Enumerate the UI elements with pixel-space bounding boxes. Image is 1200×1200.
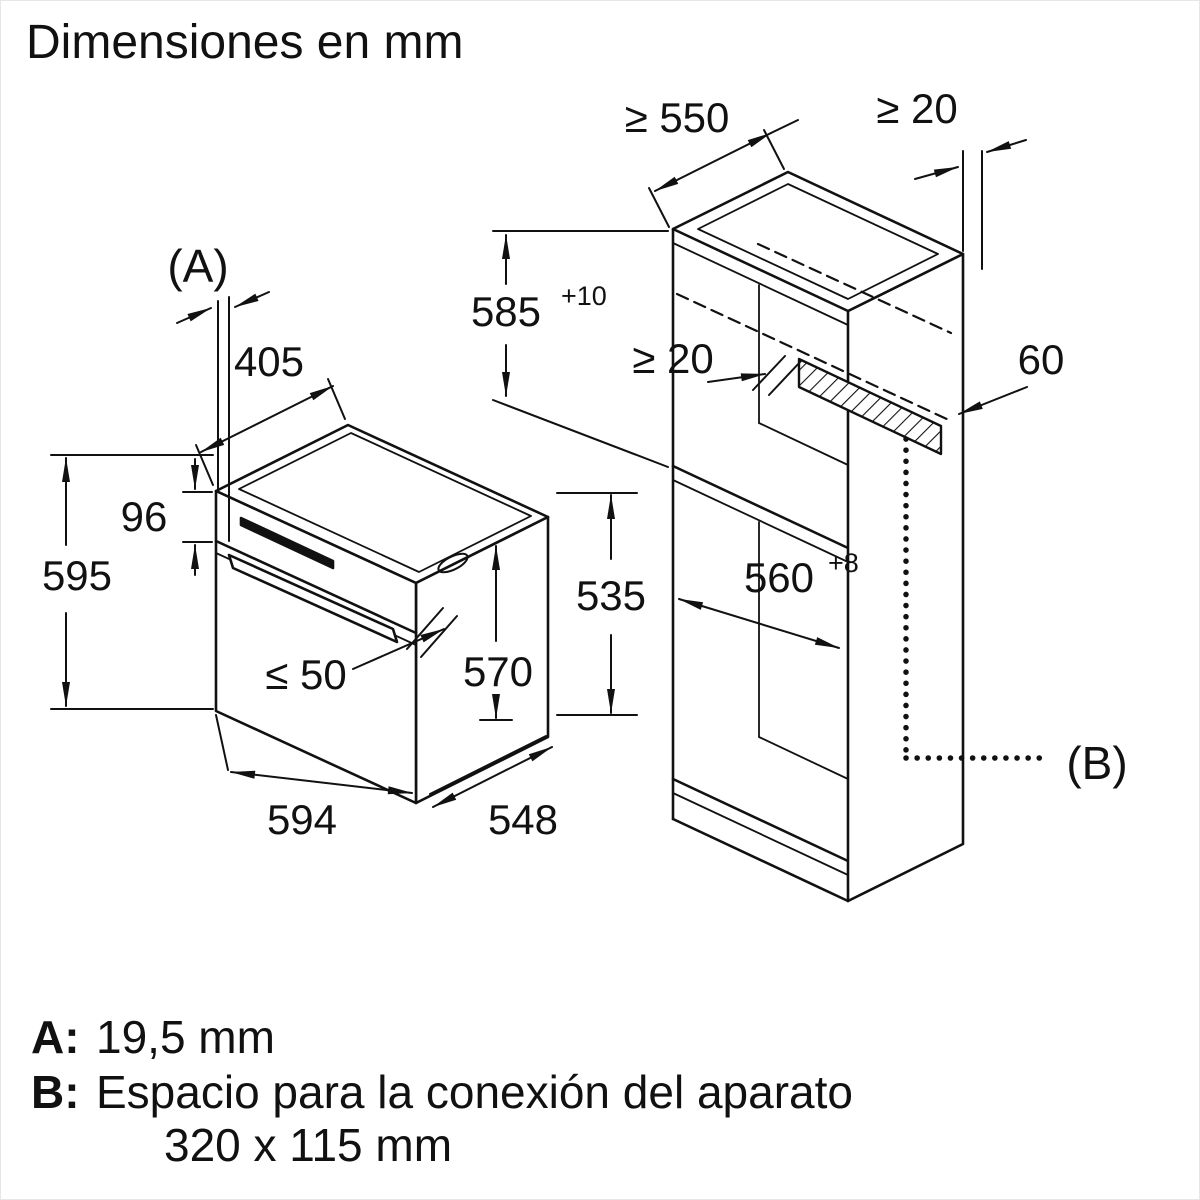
- legend-b-key: B:: [31, 1066, 80, 1118]
- cabinet-shelf-back-edge: [758, 422, 849, 466]
- cabinet-front-bottom-edge: [671, 817, 850, 903]
- dim-vent-gap: ≥ 20: [632, 335, 713, 382]
- cabinet-dimension-labels: ≥ 550 ≥ 20 585 +10 ≥ 20 60 560 +8 (B): [471, 85, 1128, 789]
- oven-panel-line: [214, 539, 418, 635]
- oven-dimension-lines: [50, 291, 638, 808]
- dim-cabinet-top-depth: ≥ 550: [625, 94, 730, 141]
- dim-oven-panel-height: 96: [121, 493, 168, 540]
- dim-oven-body-height: 535: [576, 572, 646, 619]
- dim-niche-height: 585: [471, 288, 541, 335]
- cabinet-top-inset: [697, 183, 939, 300]
- hidden-vent-edge-upper: [756, 242, 953, 335]
- legend-b-value-2: 320 x 115 mm: [164, 1119, 452, 1171]
- legend-a-key: A:: [31, 1011, 80, 1063]
- oven-drawing: [214, 423, 550, 805]
- dim-oven-handle-gap: ≤ 50: [265, 651, 346, 698]
- label-b: (B): [1066, 737, 1127, 789]
- cabinet-floor-back-edge: [758, 736, 849, 780]
- hidden-vent-edge-lower: [675, 292, 953, 423]
- dim-niche-width-tolerance: +8: [828, 548, 859, 578]
- cabinet-dimension-lines: [492, 119, 1046, 761]
- cabinet-drawing: [671, 170, 965, 903]
- cabinet-shelf-bottom: [672, 479, 849, 563]
- dim-oven-inner-depth: 570: [463, 648, 533, 695]
- cabinet-top-panel-edge: [672, 242, 849, 326]
- cabinet-floor-bottom: [672, 792, 849, 876]
- legend-b-value: Espacio para la conexión del aparato: [96, 1066, 853, 1118]
- legend-a-value: 19,5 mm: [96, 1011, 275, 1063]
- dim-oven-height: 595: [42, 552, 112, 599]
- oven-display: [239, 516, 335, 570]
- page-title: Dimensiones en mm: [26, 16, 463, 69]
- oven-dimension-labels: (A) 405 96 595 ≤ 50 570 535 594 548: [42, 240, 646, 843]
- cabinet-shelf-top: [671, 464, 850, 550]
- dim-oven-side-depth: 548: [488, 796, 558, 843]
- oven-front-face: [214, 489, 418, 805]
- dim-niche-width: 560: [744, 554, 814, 601]
- cabinet-floor-top: [671, 777, 850, 863]
- dim-cabinet-rear-gap: ≥ 20: [876, 85, 957, 132]
- label-a: (A): [167, 240, 228, 292]
- legend: A: 19,5 mm B: Espacio para la conexión d…: [31, 1011, 853, 1171]
- dim-oven-width: 594: [267, 796, 337, 843]
- dim-vent-depth: 60: [1018, 336, 1065, 383]
- vent-duct-hatched: [797, 357, 943, 456]
- oven-grip-cutout: [437, 552, 469, 574]
- cabinet-front-face: [673, 229, 848, 901]
- dim-niche-height-tolerance: +10: [561, 281, 607, 311]
- oven-handle: [227, 553, 399, 644]
- cabinet-side-face: [846, 252, 965, 903]
- dim-oven-depth-top: 405: [234, 338, 304, 385]
